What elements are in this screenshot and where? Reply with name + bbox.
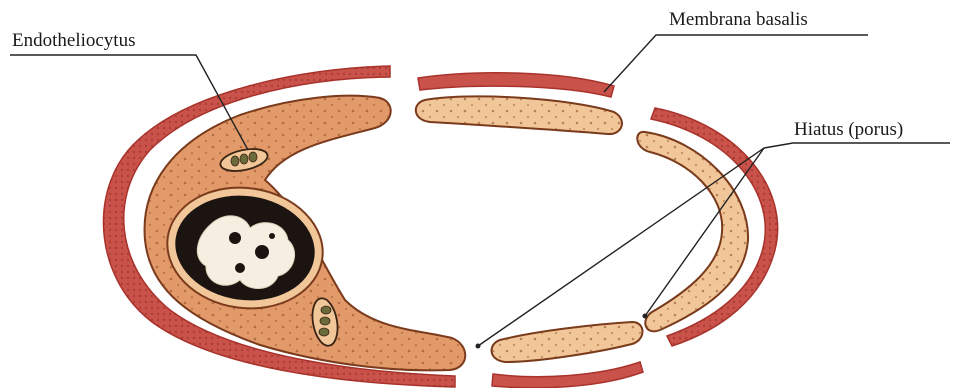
membrane-bottom-segment bbox=[492, 362, 643, 388]
endothelial-cell-bottom bbox=[492, 322, 643, 362]
label-membrana-basalis: Membrana basalis bbox=[669, 10, 808, 29]
leader-hiatus-top bbox=[764, 143, 950, 148]
leader-membrana-basalis bbox=[604, 35, 868, 92]
hiatus-pointer-dot-a bbox=[476, 344, 481, 349]
label-endotheliocytus: Endotheliocytus bbox=[12, 31, 135, 50]
label-hiatus: Hiatus (porus) bbox=[794, 120, 903, 139]
membrane-top-segment bbox=[418, 73, 614, 97]
endothelial-cell-top bbox=[416, 96, 622, 134]
hiatus-pointer-dot-b bbox=[643, 314, 648, 319]
